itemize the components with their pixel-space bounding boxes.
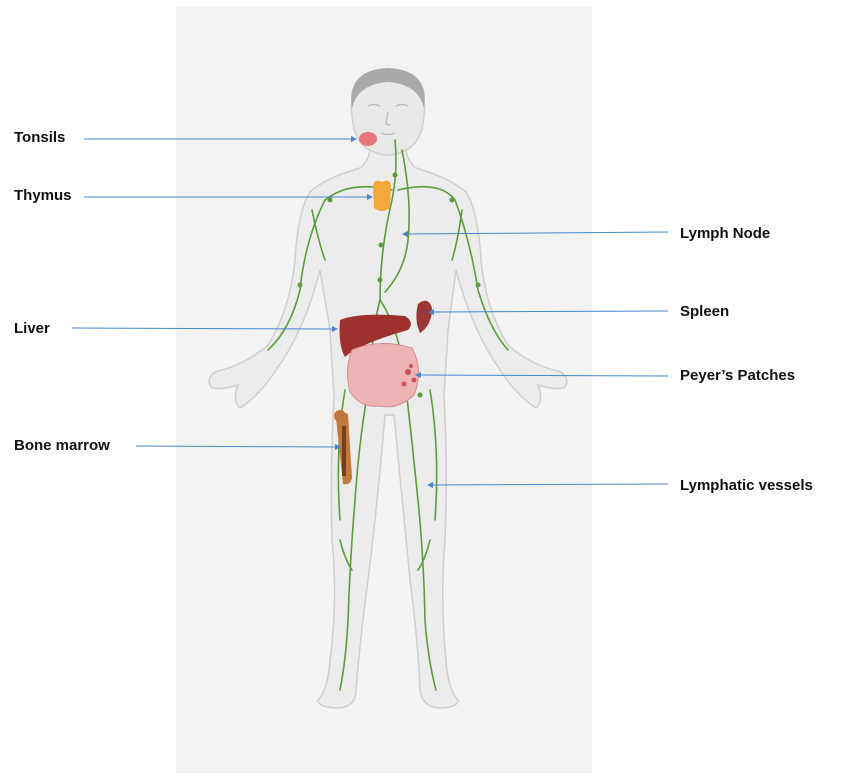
label-peyers-patches: Peyer’s Patches xyxy=(680,367,795,385)
intestines-organ xyxy=(347,343,418,406)
label-tonsils: Tonsils xyxy=(14,129,65,147)
label-thymus: Thymus xyxy=(14,187,72,205)
label-liver: Liver xyxy=(14,320,50,338)
label-lymphatic-vessels: Lymphatic vessels xyxy=(680,477,813,495)
label-bone-marrow: Bone marrow xyxy=(14,437,110,455)
thymus-organ xyxy=(373,181,391,211)
label-lymph-node: Lymph Node xyxy=(680,225,770,243)
tonsil-organ xyxy=(359,132,377,146)
label-spleen: Spleen xyxy=(680,303,729,321)
